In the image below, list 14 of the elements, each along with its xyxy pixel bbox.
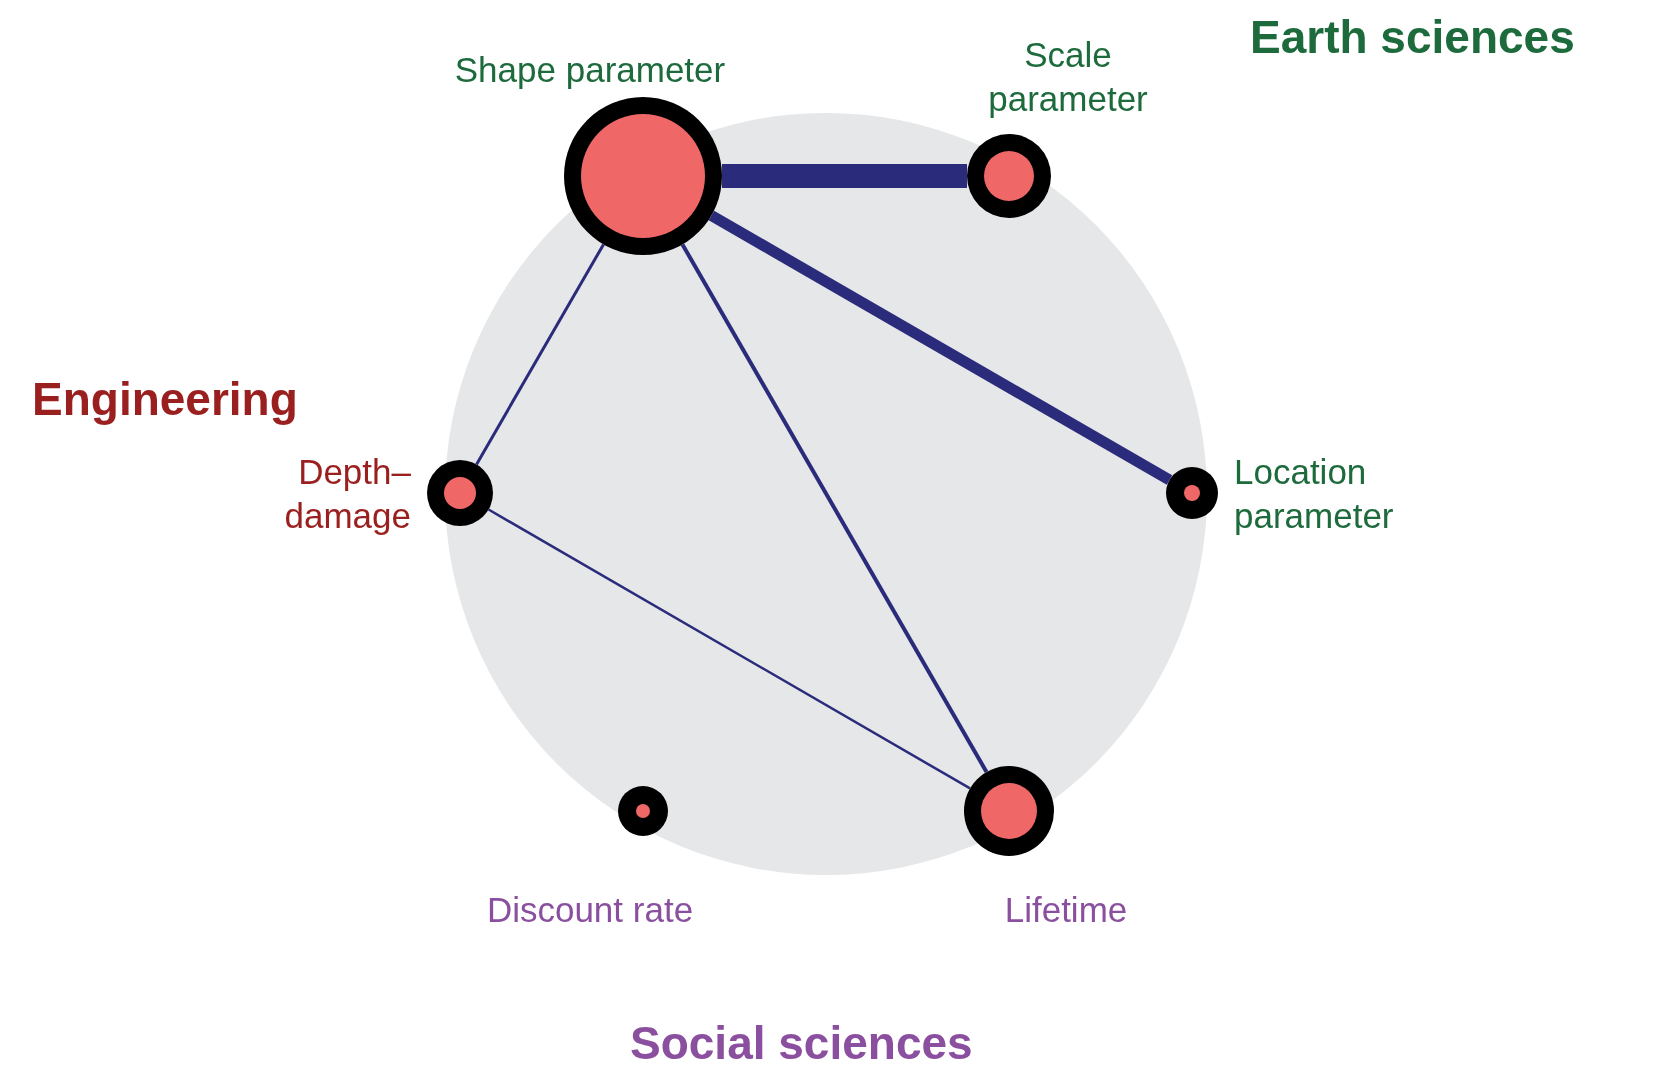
connector-line: [708, 210, 1173, 485]
group-label: Engineering: [32, 372, 298, 426]
node-label: Scale parameter: [987, 34, 1149, 120]
node-label: Location parameter: [1234, 451, 1395, 537]
connector-line: [475, 243, 605, 466]
connector-line: [680, 243, 989, 773]
node-label: Depth–damage: [283, 451, 411, 537]
connector-line: [722, 164, 967, 188]
node-label: Lifetime: [1003, 889, 1129, 931]
connector-line: [487, 508, 971, 790]
node-label: Shape parameter: [453, 49, 727, 91]
group-label: Earth sciences: [1250, 10, 1575, 64]
group-label: Social sciences: [630, 1016, 973, 1065]
node-label: Discount rate: [485, 889, 695, 931]
